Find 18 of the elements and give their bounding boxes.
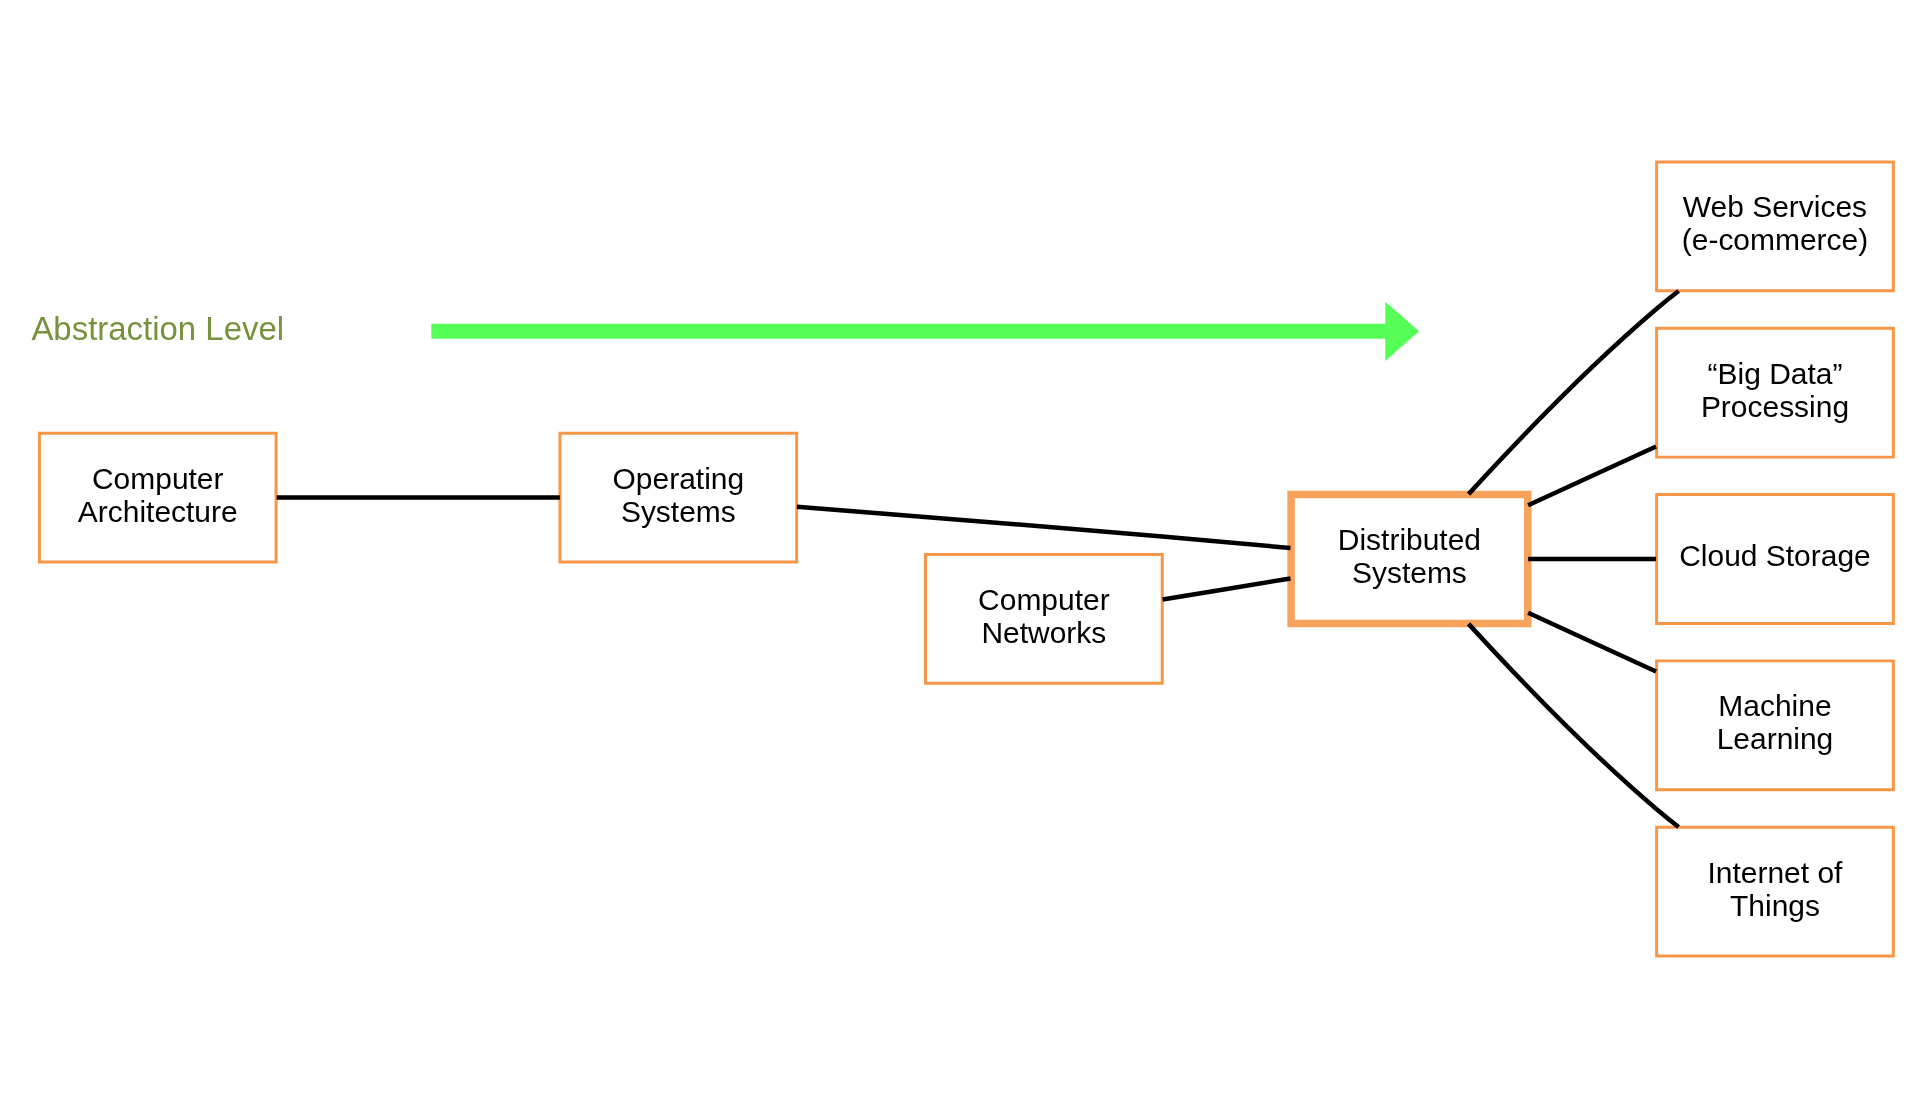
connector [1466,288,1680,496]
connector [796,503,1291,550]
node-box: Operating Systems [558,431,799,563]
connector [1528,556,1657,561]
node-box: Internet of Things [1655,825,1895,957]
node-box: “Big Data” Processing [1655,326,1895,459]
connector [1466,621,1680,829]
node-box: Computer Architecture [37,431,278,563]
node-box: Cloud Storage [1655,492,1895,625]
connector [1527,444,1657,507]
label: Abstraction Level [31,309,285,347]
connector [276,494,560,500]
connector [1527,610,1657,673]
node-box: Web Services (e-commerce) [1655,160,1895,292]
node-box: Computer Networks [924,552,1164,685]
connector [1162,575,1291,602]
node-box: Distributed Systems [1287,490,1532,627]
node-box: Machine Learning [1655,658,1895,791]
